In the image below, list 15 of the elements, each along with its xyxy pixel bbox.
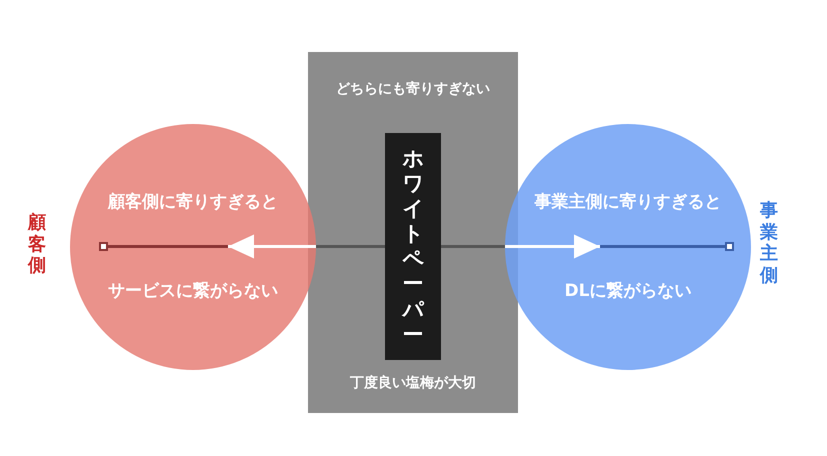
side-label: 顧客側	[28, 212, 46, 277]
panel-text: 丁度良い塩梅が大切	[350, 374, 476, 392]
square-marker	[725, 242, 734, 251]
title-text: ホワイトペーパー	[402, 146, 424, 348]
panel-text: どちらにも寄りすぎない	[336, 80, 490, 98]
circle-text: DLに繋がらない	[564, 280, 692, 302]
circle-text: 事業主側に寄りすぎると	[534, 191, 722, 213]
arrow	[108, 234, 385, 258]
square-marker	[99, 242, 108, 251]
arrow	[441, 234, 725, 258]
circle-text: 顧客側に寄りすぎると	[108, 191, 278, 213]
circle-text: サービスに繋がらない	[108, 280, 278, 302]
title-box	[385, 133, 441, 360]
center-panel	[308, 52, 518, 413]
side-label: 事業主側	[760, 200, 778, 286]
